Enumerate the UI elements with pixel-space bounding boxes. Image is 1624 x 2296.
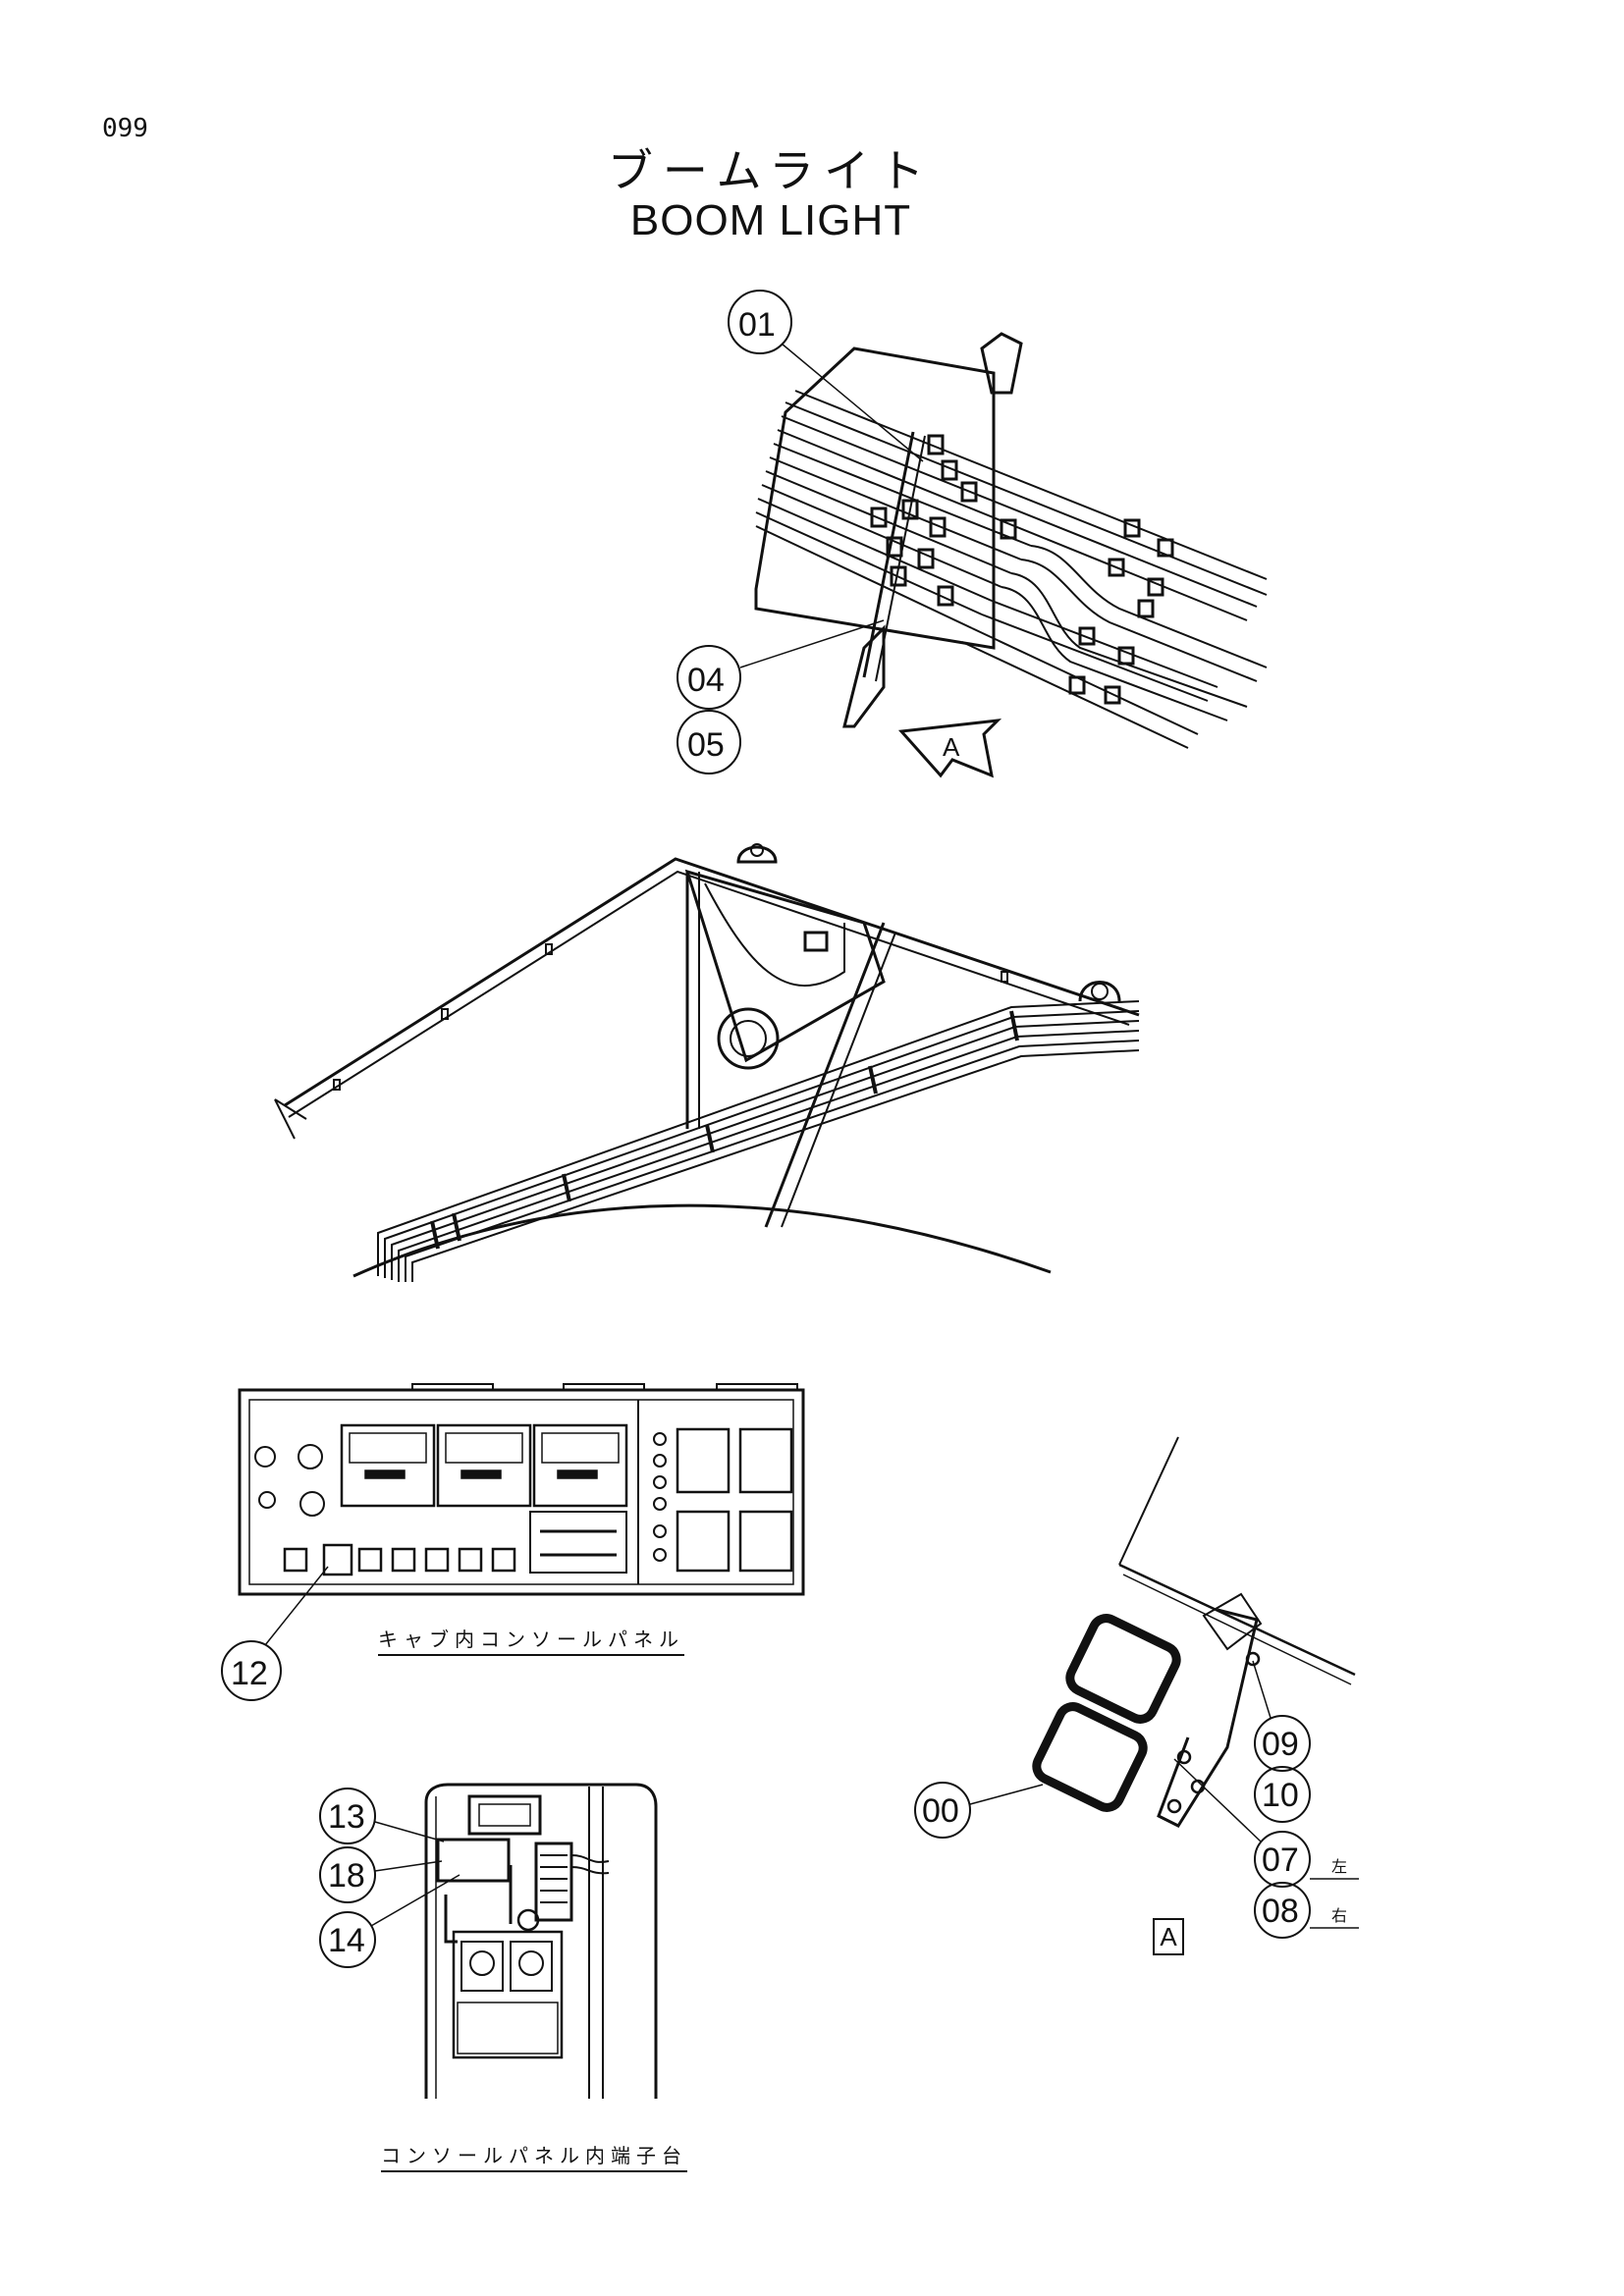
svg-text:00: 00 [922,1792,959,1830]
caption-terminal-block: コンソールパネル内端子台 [381,2140,687,2172]
svg-text:04: 04 [687,662,725,699]
svg-text:12: 12 [231,1655,268,1692]
callout-00: 00 [914,1782,1044,1839]
callout-05: 05 [677,710,741,774]
callout-13: 13 [319,1788,445,1844]
page-number: 099 [102,114,148,143]
svg-text:07: 07 [1262,1842,1299,1879]
svg-text:05: 05 [687,726,725,764]
title-english: BOOM LIGHT [629,196,912,244]
callout-12: 12 [221,1566,329,1701]
svg-text:10: 10 [1262,1777,1299,1814]
view-arrow-a: A [897,719,1002,778]
svg-text:14: 14 [328,1922,365,1959]
terminal-block [424,1783,658,2099]
side-label-left: 左 [1331,1857,1348,1876]
boom-side-view [274,843,1140,1282]
svg-text:09: 09 [1262,1726,1299,1763]
title-japanese: ブームライト [607,144,935,197]
side-label-right: 右 [1331,1906,1348,1925]
callout-10: 10 [1254,1766,1311,1823]
svg-text:01: 01 [738,306,776,344]
console-panel [238,1383,805,1596]
hose-clamp-detail [754,332,1268,749]
callout-08: 08 [1254,1882,1359,1939]
caption-console-panel: キャブ内コンソールパネル [378,1624,684,1656]
callout-09: 09 [1252,1660,1311,1772]
callout-07: 07 [1173,1758,1359,1888]
callout-18: 18 [319,1846,443,1903]
callout-01: 01 [728,290,924,462]
svg-text:A: A [943,732,960,762]
svg-text:13: 13 [328,1798,365,1836]
view-label-a: A [1153,1918,1184,1955]
svg-text:18: 18 [328,1857,365,1895]
svg-text:08: 08 [1262,1893,1299,1930]
light-bracket-view [1032,1436,1356,1828]
callout-04: 04 [677,619,885,710]
callout-14: 14 [319,1874,460,1968]
